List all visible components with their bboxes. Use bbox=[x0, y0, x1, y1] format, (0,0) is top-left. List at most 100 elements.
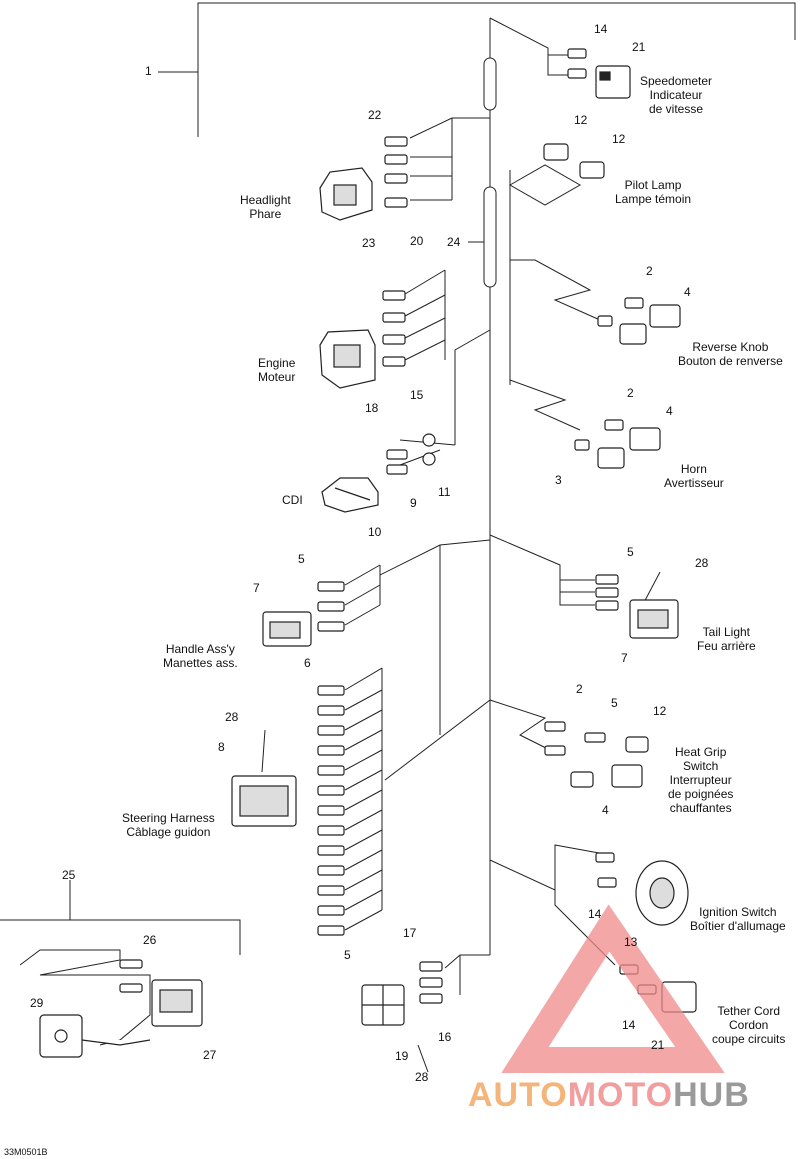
part-number: 15 bbox=[410, 388, 424, 402]
label-engine: Engine Moteur bbox=[258, 356, 296, 384]
terminal-6 bbox=[317, 685, 345, 696]
terminal-6 bbox=[317, 765, 345, 776]
terminal-2 bbox=[624, 297, 644, 309]
part-number: 6 bbox=[304, 656, 311, 670]
terminal-6 bbox=[317, 725, 345, 736]
part-number: 14 bbox=[588, 907, 602, 921]
label-headlight: Headlight Phare bbox=[240, 193, 291, 221]
part-number: 1 bbox=[145, 64, 152, 78]
part-number: 8 bbox=[218, 740, 225, 754]
horn-connector-4 bbox=[629, 427, 661, 451]
harness-bracket bbox=[197, 2, 796, 137]
terminal-15 bbox=[382, 356, 406, 367]
terminal-6 bbox=[317, 745, 345, 756]
terminal-5 bbox=[584, 732, 606, 743]
heat-grip-socket-12 bbox=[625, 736, 649, 753]
part-number: 4 bbox=[666, 404, 673, 418]
terminal-6 bbox=[317, 805, 345, 816]
terminal-26 bbox=[119, 959, 143, 969]
part-number: 5 bbox=[611, 696, 618, 710]
grommet-11 bbox=[422, 452, 436, 466]
harness-sleeve bbox=[483, 57, 497, 111]
part-number: 2 bbox=[627, 386, 634, 400]
terminal-6 bbox=[317, 845, 345, 856]
label-ignition-switch: Ignition Switch Boîtier d'allumage bbox=[690, 905, 786, 933]
part-number: 29 bbox=[30, 996, 44, 1010]
harness-sleeve bbox=[483, 186, 497, 288]
part-number: 27 bbox=[203, 1048, 217, 1062]
label-tail-light: Tail Light Feu arrière bbox=[697, 625, 756, 653]
part-number: 14 bbox=[622, 1018, 636, 1032]
terminal-5 bbox=[317, 621, 345, 632]
part-number: 19 bbox=[395, 1049, 409, 1063]
label-heat-grip: Heat Grip Switch Interrupteur de poignée… bbox=[668, 745, 734, 815]
terminal-2 bbox=[544, 721, 566, 732]
label-handle: Handle Ass'y Manettes ass. bbox=[163, 642, 238, 670]
terminal-15 bbox=[382, 290, 406, 301]
part-number: 13 bbox=[624, 935, 638, 949]
terminal-9 bbox=[386, 464, 408, 475]
terminal-5 bbox=[595, 587, 619, 598]
terminal-16 bbox=[419, 977, 443, 988]
part-number: 21 bbox=[651, 1038, 665, 1052]
terminal-20 bbox=[384, 154, 408, 165]
pilot-lamp-socket bbox=[543, 143, 569, 161]
part-number: 12 bbox=[612, 132, 626, 146]
part-number: 5 bbox=[627, 545, 634, 559]
terminal-16 bbox=[419, 993, 443, 1004]
part-number: 24 bbox=[447, 235, 461, 249]
terminal-15 bbox=[382, 312, 406, 323]
part-number: 7 bbox=[621, 651, 628, 665]
figure-code: 33M0501B bbox=[4, 1147, 48, 1157]
terminal-20 bbox=[384, 136, 408, 147]
part-number: 16 bbox=[438, 1030, 452, 1044]
part-number: 4 bbox=[602, 803, 609, 817]
terminal-14 bbox=[567, 48, 587, 59]
part-number: 21 bbox=[632, 40, 646, 54]
label-steering-harness: Steering Harness Câblage guidon bbox=[122, 811, 215, 839]
label-pilot-lamp: Pilot Lamp Lampe témoin bbox=[615, 178, 692, 206]
watermark-triangle bbox=[501, 904, 725, 1073]
part-number: 10 bbox=[368, 525, 382, 539]
terminal-5 bbox=[317, 581, 345, 592]
terminal-9 bbox=[386, 449, 408, 460]
part-number: 17 bbox=[403, 926, 417, 940]
terminal-20 bbox=[384, 197, 408, 208]
terminal-6 bbox=[317, 825, 345, 836]
part-number: 7 bbox=[253, 581, 260, 595]
terminal-20 bbox=[384, 173, 408, 184]
label-cdi: CDI bbox=[282, 493, 303, 507]
part-number: 28 bbox=[695, 556, 709, 570]
terminal-15 bbox=[382, 334, 406, 345]
part-number: 2 bbox=[646, 264, 653, 278]
terminal-5 bbox=[595, 600, 619, 611]
terminal-6 bbox=[317, 865, 345, 876]
terminal-6 bbox=[317, 885, 345, 896]
terminal-2 bbox=[604, 419, 624, 431]
terminal-6 bbox=[317, 905, 345, 916]
grommet-11 bbox=[422, 433, 436, 447]
cdi-connector bbox=[321, 477, 379, 513]
terminal-6 bbox=[317, 705, 345, 716]
terminal-26 bbox=[119, 983, 143, 993]
terminal-5 bbox=[595, 574, 619, 585]
part-number: 5 bbox=[344, 948, 351, 962]
terminal-3 bbox=[574, 439, 590, 451]
part-number: 25 bbox=[62, 868, 76, 882]
reverse-knob-connector-4 bbox=[649, 304, 681, 328]
part-number: 18 bbox=[365, 401, 379, 415]
speedometer-connector bbox=[595, 65, 631, 99]
part-number: 11 bbox=[438, 485, 451, 499]
label-speedometer: Speedometer Indicateur de vitesse bbox=[640, 74, 713, 116]
label-reverse-knob: Reverse Knob Bouton de renverse bbox=[678, 340, 783, 368]
terminal-16 bbox=[419, 961, 443, 972]
part-number: 3 bbox=[555, 473, 562, 487]
terminal-6 bbox=[317, 785, 345, 796]
part-number: 9 bbox=[410, 496, 417, 510]
part-number: 20 bbox=[410, 234, 424, 248]
pilot-lamp-socket bbox=[579, 161, 605, 179]
part-number: 26 bbox=[143, 933, 157, 947]
part-number: 28 bbox=[225, 710, 239, 724]
part-number: 22 bbox=[368, 108, 382, 122]
